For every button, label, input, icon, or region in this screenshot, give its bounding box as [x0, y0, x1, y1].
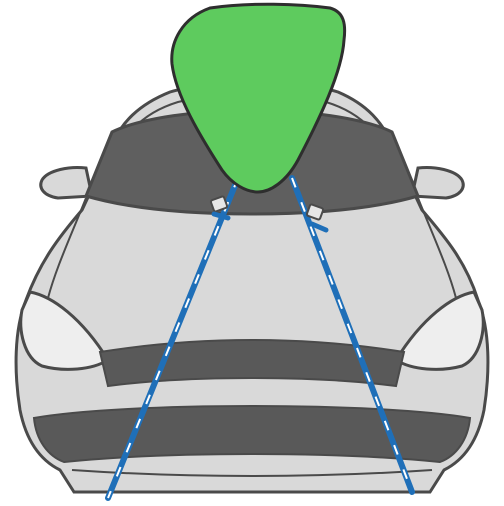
strap-buckle-icon	[210, 196, 228, 218]
left-side-mirror	[41, 168, 92, 199]
right-side-mirror	[412, 168, 463, 199]
